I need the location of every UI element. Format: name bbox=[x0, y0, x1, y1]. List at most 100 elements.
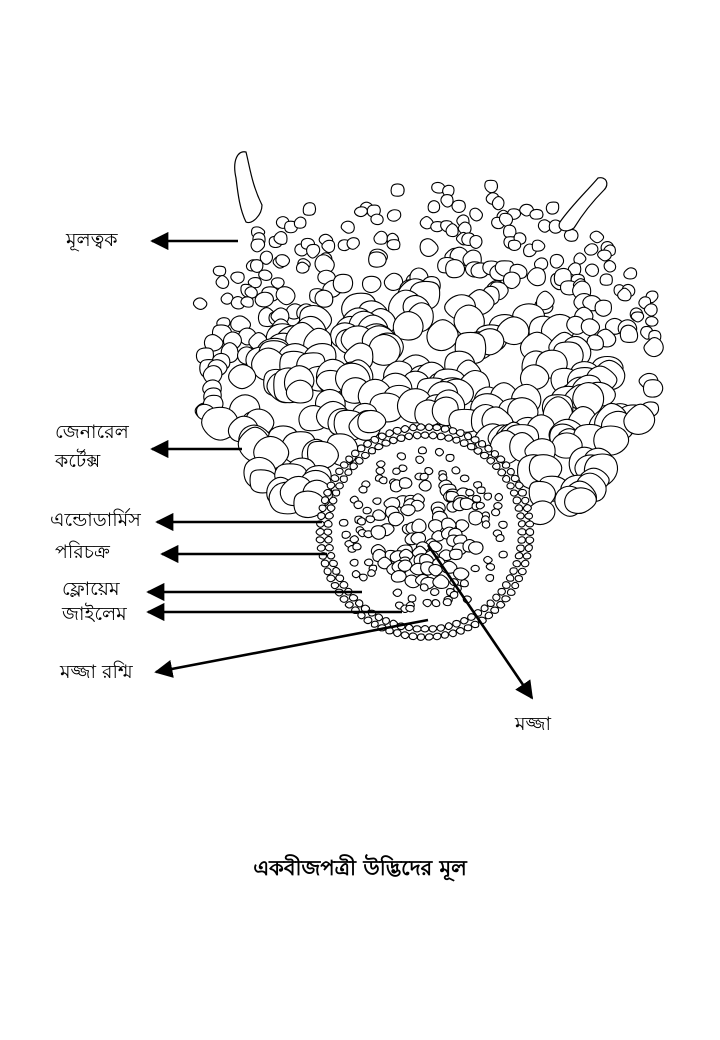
stele-cell bbox=[349, 558, 359, 567]
arrow-medullary-ray bbox=[154, 618, 429, 678]
stele-cell bbox=[363, 558, 374, 567]
pericycle-cell bbox=[326, 504, 336, 513]
pericycle-cell bbox=[460, 616, 469, 625]
cortex-cell bbox=[419, 216, 434, 230]
endodermis-cell bbox=[448, 427, 458, 435]
stele-cell bbox=[372, 497, 382, 505]
stele-cell bbox=[407, 594, 417, 603]
pericycle-cell bbox=[517, 528, 527, 536]
stele bbox=[315, 423, 535, 641]
stele-cell bbox=[431, 599, 441, 608]
pericycle-cell bbox=[497, 587, 506, 596]
stele-cell bbox=[422, 598, 432, 608]
stele-cell bbox=[341, 530, 351, 539]
cortex-cell bbox=[306, 243, 321, 259]
cortex-cell bbox=[563, 228, 579, 242]
label-xylem: জাইলেম bbox=[62, 603, 127, 625]
cortex-cell bbox=[314, 289, 334, 308]
pericycle-cell bbox=[491, 462, 501, 471]
pericycle-cell bbox=[331, 489, 341, 497]
cortex-cell bbox=[431, 181, 446, 194]
stele-cell bbox=[398, 477, 413, 489]
endodermis-cell bbox=[363, 439, 373, 448]
cortex-cell bbox=[392, 311, 424, 341]
cortex-cell bbox=[580, 318, 601, 337]
cortex-cell bbox=[564, 487, 597, 514]
cortex-cell bbox=[240, 296, 254, 308]
endodermis-cell bbox=[425, 423, 434, 432]
pericycle-cell bbox=[486, 599, 495, 607]
pericycle-cell bbox=[420, 431, 430, 439]
pericycle-cell bbox=[516, 512, 525, 520]
endodermis-cell bbox=[522, 552, 532, 560]
cortex-cell bbox=[293, 216, 307, 229]
label-pericycle: পরিচক্র bbox=[55, 541, 110, 563]
pericycle-cell bbox=[517, 520, 526, 528]
pericycle-cell bbox=[323, 528, 333, 536]
pericycle-cell bbox=[514, 504, 524, 512]
endodermis-cell bbox=[424, 633, 434, 641]
endodermis-cell bbox=[448, 629, 457, 638]
stele-cell bbox=[405, 604, 415, 613]
stele-cell bbox=[493, 502, 503, 510]
cortex-cell bbox=[549, 253, 565, 269]
pericycle-cell bbox=[436, 624, 446, 632]
pericycle-cell bbox=[324, 543, 334, 552]
stele-cell bbox=[419, 583, 429, 592]
stele-cell bbox=[390, 570, 407, 583]
cortex-cell bbox=[259, 250, 274, 265]
endodermis-cell bbox=[320, 496, 330, 505]
pericycle-cell bbox=[412, 625, 422, 633]
pericycle-cell bbox=[480, 604, 489, 613]
pericycle-cell bbox=[428, 625, 438, 633]
stele-cell bbox=[485, 563, 496, 571]
cortex-cell bbox=[332, 273, 354, 294]
stele-cell bbox=[481, 520, 491, 529]
endodermis-cell bbox=[370, 620, 379, 628]
stele-cell bbox=[498, 550, 508, 559]
stele-cell bbox=[417, 446, 427, 455]
cortex-cell bbox=[593, 425, 630, 456]
endodermis-cell bbox=[477, 440, 487, 448]
endodermis-cell bbox=[318, 504, 327, 513]
endodermis-cell bbox=[490, 450, 500, 458]
cortex-cell bbox=[390, 183, 405, 197]
stele-cell bbox=[483, 492, 493, 501]
cortex-cell bbox=[302, 202, 317, 216]
stele-cell bbox=[468, 510, 484, 526]
cortex-cell bbox=[529, 208, 544, 220]
stele-cell bbox=[451, 466, 461, 475]
label-general-cortex-line2: কর্টেক্স bbox=[55, 450, 101, 472]
endodermis-cell bbox=[440, 631, 449, 639]
cortex-cell bbox=[368, 251, 387, 268]
pericycle-cell bbox=[374, 443, 384, 451]
cortex-cell bbox=[603, 259, 617, 273]
stele-cell bbox=[392, 588, 403, 597]
cortex-cell bbox=[273, 231, 288, 245]
endodermis-cell bbox=[515, 481, 524, 490]
endodermis-cell bbox=[510, 474, 520, 483]
cortex-cell bbox=[545, 201, 560, 215]
cortex-cell bbox=[254, 291, 274, 308]
cortex-cell bbox=[535, 290, 555, 311]
pericycle-cell bbox=[473, 447, 483, 455]
endodermis-cell bbox=[524, 512, 534, 520]
pericycle-cell bbox=[436, 432, 446, 441]
cortex-cell bbox=[386, 239, 401, 251]
cortex-cell bbox=[643, 303, 658, 317]
endodermis-cell bbox=[345, 455, 354, 463]
stele-cell bbox=[445, 453, 455, 462]
pericycle-cell bbox=[323, 519, 333, 528]
cortex-cell bbox=[426, 319, 459, 352]
pericycle-cell bbox=[452, 619, 461, 628]
stele-cell bbox=[428, 563, 443, 577]
stele-cell bbox=[449, 590, 459, 599]
pericycle-cell bbox=[354, 599, 364, 608]
endodermis-cell bbox=[339, 595, 349, 603]
label-medullary-ray: মজ্জা রশ্মি bbox=[60, 661, 133, 683]
endodermis-cell bbox=[511, 581, 520, 590]
cortex-cell bbox=[526, 267, 546, 287]
cortex-cell bbox=[228, 364, 257, 390]
cortex-cell bbox=[192, 297, 208, 310]
pericycle-cell bbox=[381, 439, 391, 447]
